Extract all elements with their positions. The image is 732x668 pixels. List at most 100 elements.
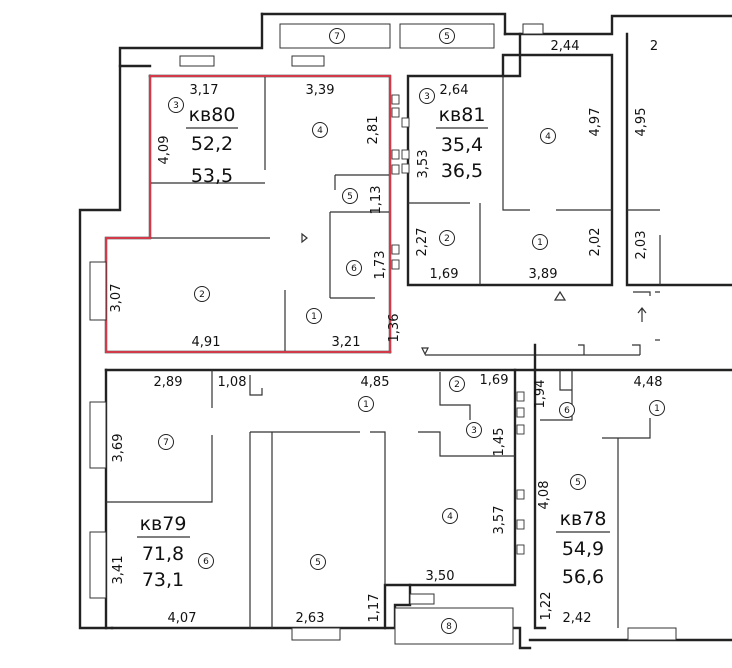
apartment-kv79 [89,343,537,641]
room-marker: 4 [312,122,328,138]
fixture-kv80-6 [391,259,400,270]
room-marker: 2 [439,230,455,246]
kv81-label: кв81 [439,104,486,126]
dim-label: 4,48 [634,375,663,390]
wall-kv78-left [533,368,547,630]
room-marker: 1 [532,234,548,250]
kv80-highlight-outline [105,75,391,353]
kv81-area-living: 35,4 [441,134,483,156]
kv79-label: кв79 [140,513,187,535]
dim-label: 2,64 [440,83,469,98]
fixture-kv79-3 [516,424,525,435]
wall-kv79-int-4 [250,431,386,585]
dim-label: 2,42 [563,611,592,626]
dim-label: 3,53 [416,150,431,179]
dim-label: 1,94 [533,380,548,409]
dim-label: 1,69 [430,267,459,282]
wall-kv79-int-7 [418,431,515,457]
svg-text:2: 2 [199,290,205,300]
wall-kv80-int-3 [334,174,390,190]
dim-label: 2,27 [415,228,430,257]
balcony-8-window [409,593,435,605]
window-kv80-top-1 [179,55,215,67]
dim-label: 3,41 [111,556,126,585]
room-marker: 7 [158,434,174,450]
balcony-8-frame [394,607,514,645]
corridor-detail-3 [633,291,660,296]
dim-label: 1,73 [373,251,388,280]
dim-label: 4,09 [157,136,172,165]
room-marker: 3 [168,97,184,113]
dim-label: 2,89 [154,375,183,390]
room-marker: 2 [194,286,210,302]
window-kv78-bottom [627,627,677,641]
fixture-kv80-5 [391,244,400,255]
room-marker: 3 [466,422,482,438]
fixture-kv80-4 [391,164,400,175]
apartment-right-partial [625,32,732,287]
svg-text:1: 1 [654,404,660,414]
dim-label: 1,45 [492,428,507,457]
kv79-area-total: 73,1 [142,569,184,591]
room-marker: 5 [439,28,455,44]
wall-top-left [118,12,264,68]
dim-label: 2 [650,39,658,54]
dimension-labels: 3,17 3,39 4,09 2,81 1,13 1,73 3,07 4,91 … [109,39,662,626]
dim-label: 3,50 [426,569,455,584]
wall-top-frame [260,12,507,36]
dim-label: 2,81 [366,116,381,145]
room-number-markers: 7 5 3 4 5 6 2 1 3 4 2 1 2 1 3 7 6 4 5 8 … [158,28,665,634]
dim-label: 4,08 [537,481,552,510]
wall-kv79-right [383,368,517,630]
room-marker: 5 [310,554,326,570]
room-marker: 1 [306,308,322,324]
corridor-marker-2 [421,347,429,356]
apartment-kv80 [89,55,400,354]
dim-label: 3,17 [190,83,219,98]
kv80-area-living: 52,2 [191,133,233,155]
wall-kv79-int-1 [106,435,213,503]
svg-text:2: 2 [444,234,450,244]
wall-kv79-int-8 [439,372,471,420]
corridor-marker-1 [553,290,567,301]
corridor [301,232,660,356]
room-marker: 3 [419,88,435,104]
svg-text:5: 5 [315,558,321,568]
dim-label: 2,63 [296,611,325,626]
window-kv79-left-2 [89,531,107,599]
dim-label: 1,22 [539,592,554,621]
svg-text:4: 4 [447,512,453,522]
room-marker: 4 [442,508,458,524]
fixture-kv79-1 [516,391,525,402]
svg-text:5: 5 [347,192,353,202]
svg-text:3: 3 [471,426,477,436]
kv80-label: кв80 [189,104,236,126]
balcony-bottom [394,593,514,645]
dim-label: 1,13 [369,186,384,215]
window-kv81-top [522,23,544,35]
svg-text:7: 7 [163,438,169,448]
svg-text:3: 3 [173,101,179,111]
dim-label: 4,97 [588,108,603,137]
kv79-area-living: 71,8 [142,543,184,565]
fixture-kv79-5 [516,519,525,530]
svg-text:1: 1 [537,238,543,248]
stair-block-top [279,23,495,49]
window-kv80-left [89,261,107,321]
kv80-area-total: 53,5 [191,165,233,187]
wall-kv78-int-1 [559,370,572,391]
wall-kv79-int-3 [249,375,263,396]
dim-label: 3,21 [332,335,361,350]
dim-label: 2,02 [588,228,603,257]
apartment-kv81 [401,23,614,287]
window-kv79-left-1 [89,401,107,469]
wall-left-outer [78,64,122,630]
svg-text:4: 4 [545,132,551,142]
room-marker: 2 [449,376,465,392]
wall-kv81-int-3 [408,202,481,285]
fixture-kv81-1 [401,117,410,128]
dim-label: 2,44 [551,39,580,54]
svg-text:7: 7 [334,32,340,42]
